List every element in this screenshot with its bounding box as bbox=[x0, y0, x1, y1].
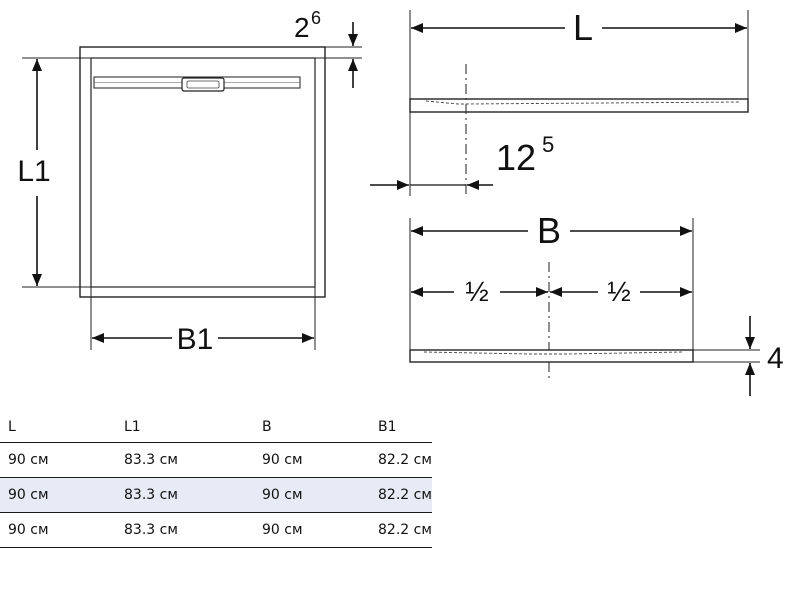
cell-B: 90 см bbox=[254, 477, 370, 513]
tray-profile-length bbox=[409, 98, 749, 113]
cell-L: 90 см bbox=[0, 512, 116, 548]
drain-outlet bbox=[181, 77, 225, 92]
cell-L1: 83.3 см bbox=[116, 512, 254, 548]
header-L1: L1 bbox=[116, 412, 254, 443]
B1-label: B1 bbox=[177, 323, 214, 356]
tray-slope-length bbox=[425, 100, 741, 105]
offset-label: 12 bbox=[496, 137, 536, 178]
half-right-label: ½ bbox=[607, 276, 630, 307]
side-view-width: B ½ ½ 4 bbox=[409, 210, 784, 396]
table-header-row: L L1 B B1 bbox=[0, 412, 432, 443]
tray-slope-width bbox=[423, 351, 683, 355]
table-row: 90 см 83.3 см 90 см 82.2 см bbox=[0, 442, 432, 478]
cell-B1: 82.2 см bbox=[370, 512, 432, 548]
technical-drawing: L1 B1 2 6 L 12 5 B bbox=[17, 7, 784, 396]
tray-outline bbox=[79, 46, 326, 298]
cell-L1: 83.3 см bbox=[116, 442, 254, 478]
drain-outlet-inner bbox=[186, 80, 220, 89]
cell-L1: 83.3 см bbox=[116, 477, 254, 513]
table-row: 90 см 83.3 см 90 см 82.2 см bbox=[0, 512, 432, 548]
header-B: B bbox=[254, 412, 370, 443]
L-label: L bbox=[573, 7, 593, 48]
cell-L: 90 см bbox=[0, 442, 116, 478]
drop-label-sup: 6 bbox=[311, 8, 321, 28]
tray-profile-width bbox=[409, 349, 694, 363]
half-left-label: ½ bbox=[465, 276, 488, 307]
header-L: L bbox=[0, 412, 116, 443]
dimensions-table: L L1 B B1 90 см 83.3 см 90 см 82.2 см 90… bbox=[0, 412, 432, 548]
table-row: 90 см 83.3 см 90 см 82.2 см bbox=[0, 477, 432, 513]
tray-inner-surface bbox=[90, 57, 316, 288]
drop-label: 2 bbox=[294, 12, 310, 43]
top-view: L1 B1 2 6 bbox=[17, 8, 362, 356]
cell-L: 90 см bbox=[0, 477, 116, 513]
cell-B1: 82.2 см bbox=[370, 477, 432, 513]
side-view-length: L 12 5 bbox=[370, 7, 749, 196]
header-B1: B1 bbox=[370, 412, 432, 443]
L1-label: L1 bbox=[17, 155, 50, 188]
cell-B: 90 см bbox=[254, 512, 370, 548]
height-label: 4 bbox=[767, 342, 784, 375]
B-label: B bbox=[537, 210, 561, 251]
offset-label-sup: 5 bbox=[542, 132, 554, 157]
cell-B1: 82.2 см bbox=[370, 442, 432, 478]
cell-B: 90 см bbox=[254, 442, 370, 478]
